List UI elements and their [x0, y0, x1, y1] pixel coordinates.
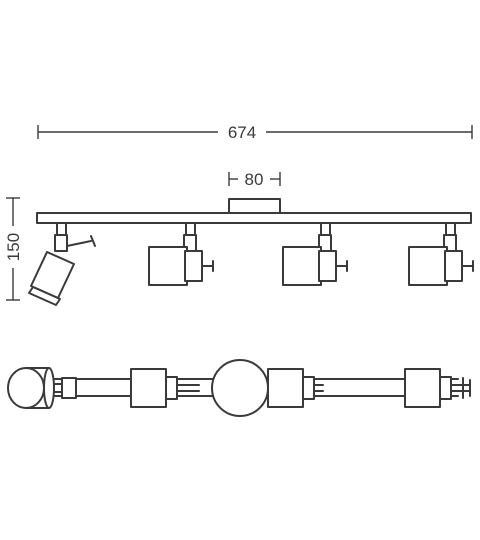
spotlight-3 — [282, 222, 348, 286]
spotlight-2 — [148, 222, 214, 286]
spotlight-top-1 — [7, 367, 77, 409]
top-view — [7, 359, 471, 417]
spotlight-top-4 — [404, 368, 471, 408]
ceiling-base-round — [211, 359, 269, 417]
spotlight-4 — [408, 222, 474, 286]
ceiling-base — [228, 198, 281, 214]
dimension-label-height: 150 — [4, 233, 23, 261]
dimension-total-length: 674 — [37, 123, 473, 142]
dimension-base-width: 80 — [228, 170, 281, 189]
dimension-label-width: 80 — [245, 170, 264, 189]
spotlight-1 — [28, 222, 96, 306]
dimension-label-length: 674 — [228, 123, 256, 142]
rail — [36, 212, 472, 224]
dimension-height: 150 — [4, 197, 23, 301]
spotlight-top-2 — [130, 368, 200, 408]
spotlight-top-3 — [267, 368, 324, 408]
front-view — [28, 198, 474, 306]
